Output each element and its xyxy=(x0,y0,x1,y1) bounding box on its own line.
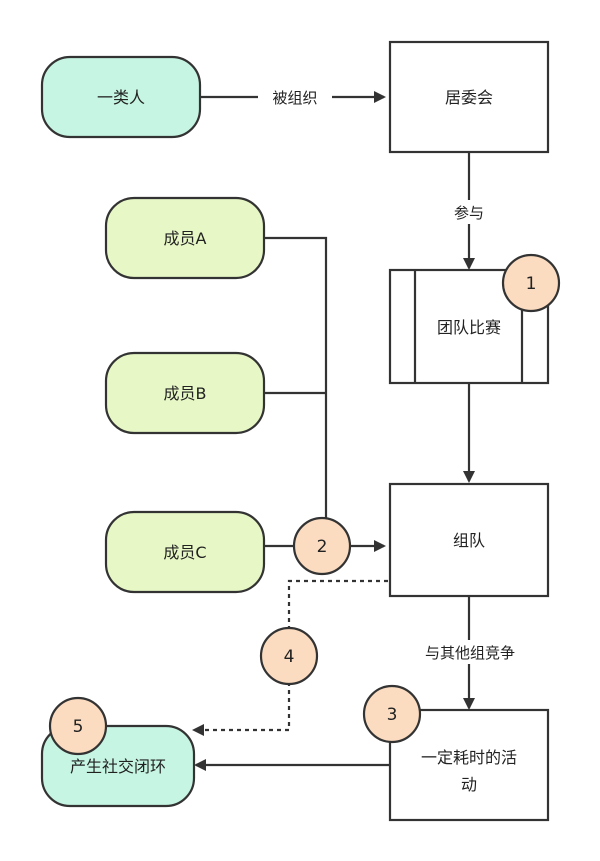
svg-text:2: 2 xyxy=(317,537,328,557)
badge-5: 5 xyxy=(48,696,108,756)
node-zudui: 组队 xyxy=(388,482,550,598)
node-chengyuan-a-label: 成员A xyxy=(164,229,207,248)
badges: 1 2 3 4 5 xyxy=(48,253,561,756)
edge-zudui-to-shejiao-dotted xyxy=(192,579,388,736)
node-shejiao-bihuan-label: 产生社交闭环 xyxy=(70,757,166,776)
svg-text:1: 1 xyxy=(526,274,537,294)
edge-chengyuan-a xyxy=(264,236,328,520)
node-haoshi-label-line1: 一定耗时的活 xyxy=(421,748,517,767)
node-juweihui-label: 居委会 xyxy=(445,88,493,107)
node-juweihui: 居委会 xyxy=(388,40,550,154)
node-tuandui-bisai-label: 团队比赛 xyxy=(437,318,501,337)
node-chengyuan-b-label: 成员B xyxy=(164,384,207,403)
badge-1: 1 xyxy=(501,253,561,313)
node-yileiren-label: 一类人 xyxy=(97,88,145,107)
node-yileiren: 一类人 xyxy=(40,55,202,139)
svg-text:3: 3 xyxy=(387,705,398,725)
label-bei-zuzhi: 被组织 xyxy=(272,89,317,107)
node-zudui-label: 组队 xyxy=(453,531,485,550)
node-chengyuan-c-label: 成员C xyxy=(163,543,206,562)
node-haoshi-label-line2: 动 xyxy=(461,775,477,794)
badge-2: 2 xyxy=(292,516,352,576)
badge-3: 3 xyxy=(362,684,422,744)
node-chengyuan-b: 成员B xyxy=(104,351,266,435)
edge-labels: 被组织 参与 与其他组竞争 xyxy=(258,85,536,664)
badge-4: 4 xyxy=(259,626,319,686)
svg-text:5: 5 xyxy=(73,717,84,737)
label-yu-qita-jingzheng: 与其他组竞争 xyxy=(425,644,515,662)
label-canyu: 参与 xyxy=(454,204,484,222)
node-chengyuan-c: 成员C xyxy=(104,510,266,594)
svg-text:4: 4 xyxy=(284,647,295,667)
node-chengyuan-a: 成员A xyxy=(104,196,266,280)
edges xyxy=(192,91,475,771)
